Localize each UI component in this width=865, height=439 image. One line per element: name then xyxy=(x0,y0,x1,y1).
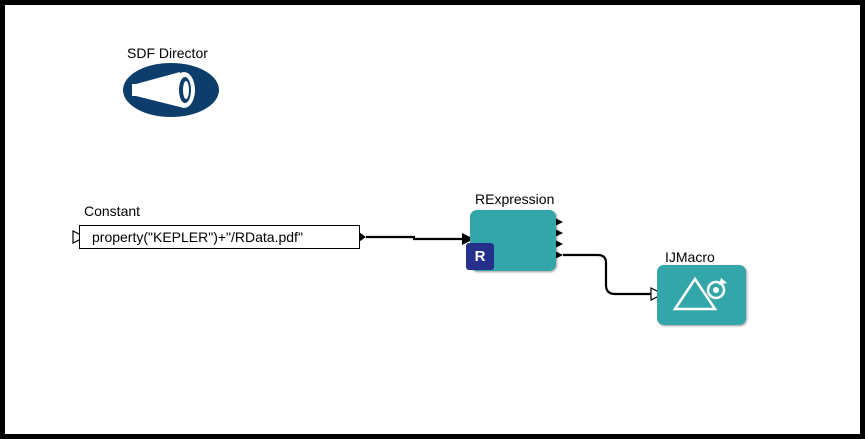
mountain-refresh-icon xyxy=(672,276,727,311)
connection-rexpression-to-ijmacro[interactable] xyxy=(563,253,652,296)
rexpression-label: RExpression xyxy=(475,191,555,207)
director-label: SDF Director xyxy=(127,45,208,61)
constant-label: Constant xyxy=(84,203,141,219)
constant-value: property("KEPLER")+"/RData.pdf" xyxy=(92,229,303,245)
ijmacro-label: IJMacro xyxy=(665,249,715,265)
connection-constant-to-rexpression[interactable] xyxy=(366,235,462,241)
ijmacro-actor[interactable] xyxy=(657,265,746,325)
constant-actor[interactable]: property("KEPLER")+"/RData.pdf" xyxy=(79,225,360,249)
rexpression-input-port[interactable] xyxy=(462,233,474,245)
megaphone-icon[interactable] xyxy=(123,63,219,117)
r-badge-icon: R xyxy=(466,243,494,270)
